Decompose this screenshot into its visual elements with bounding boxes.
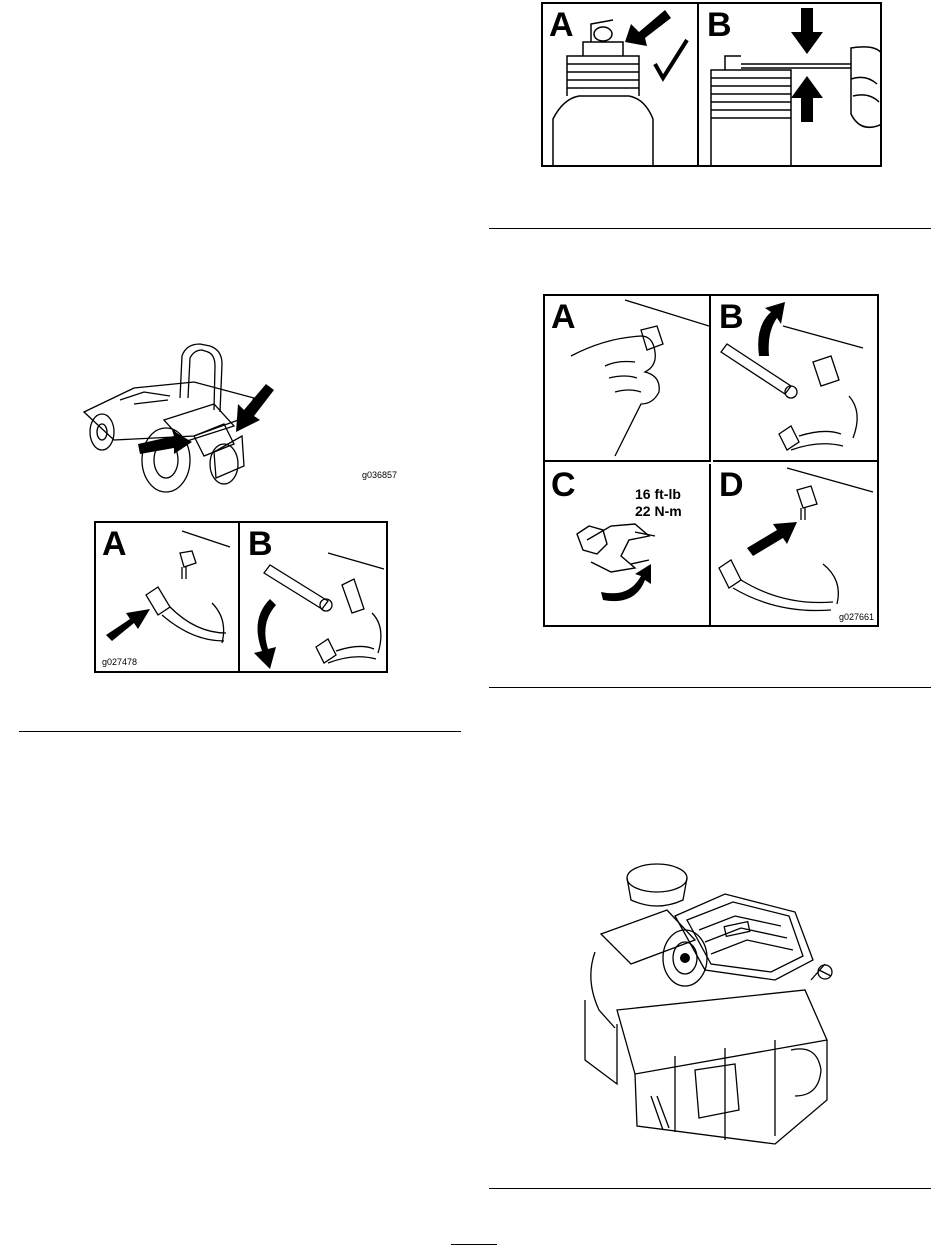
panel-b-gap: B	[701, 4, 882, 165]
figure-gap-check: A B	[541, 2, 882, 167]
figure-code: g027478	[102, 657, 137, 667]
socket-wrench-illustration	[242, 523, 386, 671]
figure-install: A B C 16 ft-lb	[543, 294, 879, 627]
ratchet-tighten-illustration	[713, 296, 877, 462]
engine-illustration	[575, 860, 845, 1150]
figure-mower: g036857	[74, 340, 394, 500]
panel-b-disconnect: B	[242, 523, 386, 671]
panel-a-gap: A	[543, 4, 699, 165]
figure-disconnect: A g027478 B	[94, 521, 388, 673]
section-divider	[19, 731, 461, 732]
torque-wrench-illustration	[545, 464, 711, 625]
section-divider	[489, 228, 931, 229]
figure-code: g036857	[362, 470, 397, 480]
panel-b-install: B	[713, 296, 877, 462]
page-footer-rule	[451, 1244, 497, 1245]
panel-a-disconnect: A g027478	[96, 523, 240, 671]
wire-removal-illustration	[96, 523, 240, 671]
figure-engine	[575, 860, 845, 1150]
spark-plug-tip-illustration	[543, 4, 699, 165]
panel-c-install: C 16 ft-lb 22 N-m	[545, 464, 711, 625]
section-divider	[489, 687, 931, 688]
wire-reconnect-illustration	[713, 464, 877, 625]
feeler-gauge-illustration	[701, 4, 882, 165]
mower-illustration	[74, 340, 394, 500]
panel-a-install: A	[545, 296, 711, 462]
figure-code: g027661	[839, 612, 874, 622]
panel-d-install: D g027661	[713, 464, 877, 625]
hand-thread-illustration	[545, 296, 711, 462]
section-divider	[489, 1188, 931, 1189]
